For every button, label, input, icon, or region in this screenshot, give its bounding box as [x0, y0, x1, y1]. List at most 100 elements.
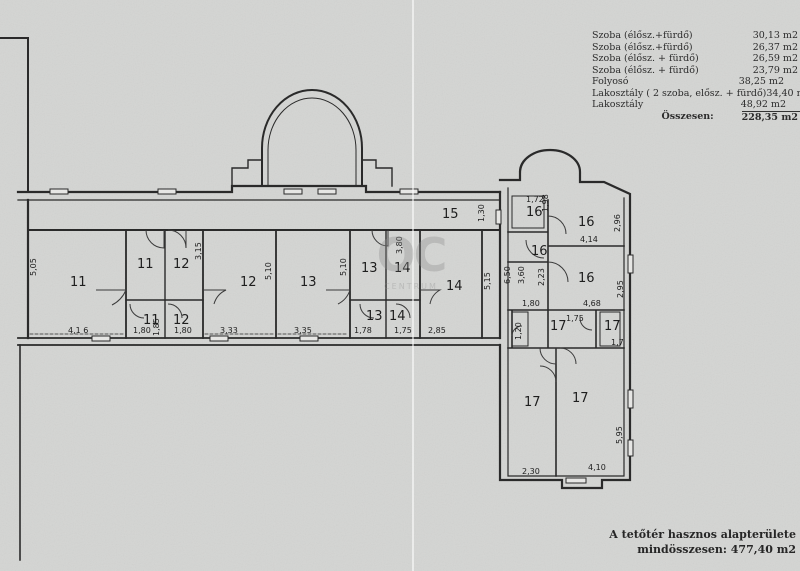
legend-value: 30,13 m2: [752, 30, 798, 41]
legend-row: Szoba (élősz. + fürdő)26,59 m2: [588, 53, 800, 65]
legend-label: Szoba (élősz. + fürdő): [592, 64, 699, 76]
dim-label: 1,98: [541, 194, 550, 212]
dimension-labels: 5,05 4,1 6 1,80 1,85 1,80 3,33 5,10 3,35…: [29, 194, 625, 476]
room-numbers: 11 11 11 12 12 12 13 13 13 14 14 14 15 1…: [70, 205, 621, 410]
dim-label: 4,1 6: [68, 326, 88, 335]
dim-label: 3,80: [395, 236, 404, 254]
dim-label: 1,30: [477, 204, 486, 222]
arch-steps: [231, 159, 393, 187]
room-17-label: 17: [524, 395, 541, 410]
room-17-label: 17: [604, 319, 621, 334]
room-12-label: 12: [173, 257, 190, 272]
legend-row: Lakosztály 48,92 m2: [588, 99, 800, 111]
dim-label: 5,15: [483, 272, 492, 290]
room-14-label: 14: [446, 279, 463, 294]
room-17-label: 17: [550, 319, 567, 334]
room-13-label: 13: [366, 309, 383, 324]
room-14-label: 14: [394, 261, 411, 276]
dim-label: 1,80: [522, 299, 540, 308]
legend-label: Folyosó: [592, 76, 629, 87]
dim-label: 1,80: [174, 326, 192, 335]
legend-value: 48,92 m2: [740, 99, 786, 110]
area-legend: Szoba (élősz.+fürdő) 30,13 m2 Szoba (élős…: [588, 30, 800, 123]
dim-label: 4,68: [583, 299, 601, 308]
room-16-label: 16: [578, 271, 595, 286]
east-wing-inner: [507, 187, 625, 477]
dim-label: 1,85: [152, 318, 161, 336]
legend-value: 38,25 m2: [738, 76, 784, 87]
dim-label: 2,23: [537, 268, 546, 286]
dim-label: 1,7: [611, 338, 624, 347]
dim-label: 1,72: [526, 195, 544, 204]
stair-box: [511, 195, 545, 229]
dim-label: 4,10: [588, 463, 606, 472]
legend-label: Szoba (élősz. + fürdő): [592, 53, 699, 64]
dim-label: 2,30: [522, 467, 540, 476]
door-swings: [96, 215, 593, 383]
arch-bay: [261, 89, 363, 187]
paper-fold-line: [412, 0, 414, 571]
dim-label: 1,80: [133, 326, 151, 335]
legend-row: Szoba (élősz.+fürdő) 30,13 m2: [588, 30, 800, 42]
room-12-label: 12: [240, 275, 257, 290]
legend-row: Szoba (élősz.+fürdő) 26,37 m2: [588, 42, 800, 54]
room-14-label: 14: [389, 309, 406, 324]
arch-bay-inner: [267, 97, 357, 187]
dim-label: 5,10: [264, 262, 273, 280]
legend-total-value: 228,35 m2: [741, 110, 800, 123]
partition: [125, 229, 483, 339]
dim-label: 2,96: [613, 214, 622, 232]
legend-value: 26,37 m2: [752, 41, 798, 53]
room-11-label: 11: [143, 313, 160, 328]
legend-label: Szoba (élősz.+fürdő): [592, 41, 693, 53]
room-13-label: 13: [361, 261, 378, 276]
dim-label: 5,95: [615, 426, 624, 444]
dim-label: 1,75: [394, 326, 412, 335]
legend-row: Lakosztály ( 2 szoba, elősz. + fürdő)34,…: [588, 88, 800, 100]
dim-label: 6,50: [503, 266, 512, 284]
dim-label: 2,85: [428, 326, 446, 335]
room-16-label: 16: [578, 215, 595, 230]
legend-row: Szoba (élősz. + fürdő) 23,79 m2: [588, 65, 800, 77]
room-16-label: 16: [531, 244, 548, 259]
walls: [0, 37, 632, 561]
legend-value: 34,40 m2: [766, 87, 800, 99]
watermark-text: CENTRUM: [384, 282, 438, 291]
total-area-line1: A tetőtér hasznos alapterülete: [609, 528, 796, 541]
total-area-line2: mindösszesen: 477,40 m2: [637, 543, 796, 556]
legend-total: Összesen: 228,35 m2: [588, 110, 800, 124]
room-11-label: 11: [70, 275, 87, 290]
dim-label: 1,20: [514, 322, 523, 340]
dim-label: 3,60: [517, 266, 526, 284]
dim-label: 3,33: [220, 326, 238, 335]
legend-row: Folyosó 38,25 m2: [588, 76, 800, 88]
dim-label: 4,14: [580, 235, 598, 244]
room-12-label: 12: [173, 313, 190, 328]
dim-label: 1,75: [566, 314, 584, 323]
dim-label: 2,95: [616, 280, 625, 298]
east-partitions: [507, 199, 625, 477]
legend-value: 23,79 m2: [752, 64, 798, 76]
watermark-logo: OC: [376, 228, 448, 282]
dim-label: 3,35: [294, 326, 312, 335]
bath-partitions: [125, 229, 421, 339]
legend-total-label: Összesen:: [661, 110, 714, 122]
dim-label: 3,15: [194, 242, 203, 260]
dim-label: 5,10: [339, 258, 348, 276]
top-wall-outer: [16, 184, 502, 194]
dim-label: 1,78: [354, 326, 372, 335]
room-11-label: 11: [137, 257, 154, 272]
legend-label: Szoba (élősz.+fürdő): [592, 30, 693, 41]
total-area-note: A tetőtér hasznos alapterülete mindössze…: [609, 527, 796, 557]
watermark: OC CENTRUM: [366, 228, 456, 338]
windows: [49, 188, 634, 484]
legend-label: Lakosztály ( 2 szoba, elősz. + fürdő): [592, 87, 767, 99]
dim-label: 5,05: [29, 258, 38, 276]
legend-label: Lakosztály: [592, 99, 644, 110]
room-15-label: 15: [442, 207, 459, 222]
room-13-label: 13: [300, 275, 317, 290]
room-17-label: 17: [572, 391, 589, 406]
room-16-label: 16: [526, 205, 543, 220]
